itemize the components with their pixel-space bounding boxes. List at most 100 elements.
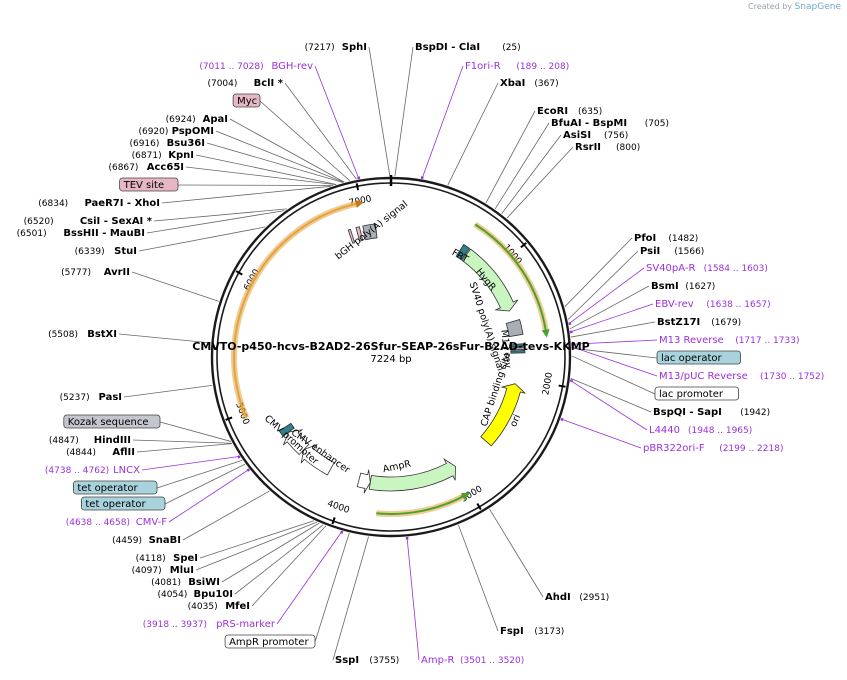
restriction-site-label[interactable]: AflII(4844) [66, 447, 135, 458]
site-name: AsiSI [563, 130, 591, 141]
feature-cap-binding-site[interactable] [509, 343, 525, 348]
primer-label[interactable]: pBR322ori-F(2199 .. 2218) [643, 443, 783, 454]
restriction-site-label[interactable]: BstXI(5508) [48, 329, 117, 340]
restriction-site-label[interactable]: MluI(4097) [132, 565, 194, 576]
feature-ampr-promoter[interactable] [356, 469, 371, 494]
site-pos: (4118) [136, 554, 166, 564]
restriction-site-label[interactable]: KpnI(6871) [132, 150, 194, 161]
primer-mark [560, 417, 564, 421]
site-pos: (3755) [369, 656, 399, 666]
restriction-site-label[interactable]: BfuAI - BspMI(705) [551, 118, 669, 129]
primer-label[interactable]: F1ori-R(189 .. 208) [465, 61, 569, 72]
site-labels[interactable]: BspDI - ClaI(25) F1ori-R(189 .. 208) XbaI(… [17, 42, 825, 666]
site-pos: (1638 .. 1657) [706, 300, 770, 310]
feature-tag[interactable]: TEV site [119, 177, 179, 192]
primer-label[interactable]: M13 Reverse(1717 .. 1733) [659, 335, 799, 346]
restriction-site-label[interactable]: PaeR7I - XhoI(6834) [38, 198, 160, 209]
restriction-site-label[interactable]: AvrII(5777) [61, 267, 130, 278]
restriction-site-label[interactable]: BsmI (1627) [651, 281, 715, 292]
leader-line [195, 521, 318, 571]
primer-label[interactable]: Amp-R(3501 .. 3520) [421, 655, 524, 666]
feature-tet-operator[interactable] [278, 422, 295, 437]
tag-text: tet operator [77, 483, 138, 494]
restriction-site-label[interactable]: HindIII(4847) [49, 435, 131, 446]
restriction-site-label[interactable]: PspOMI(6920) [138, 126, 214, 137]
tag-text: lac promoter [659, 389, 724, 400]
site-name: BsmI [651, 281, 679, 292]
restriction-site-label[interactable]: SspI(3755) [335, 655, 399, 666]
feature-sv40-poly-a-signal[interactable] [505, 319, 524, 338]
feature-tag[interactable]: Myc [232, 93, 261, 108]
site-name: BstXI [87, 329, 117, 340]
primer-label[interactable]: L4440(1948 .. 1965) [649, 425, 752, 436]
restriction-site-label[interactable]: CsiI - SexAI *(6520) [24, 216, 153, 227]
restriction-site-label[interactable]: PasI(5237) [60, 392, 122, 403]
restriction-site-label[interactable]: PfoI(1482) [634, 233, 698, 244]
site-name: pBR322ori-F [643, 443, 705, 454]
site-name: M13 Reverse [659, 335, 724, 346]
site-pos: (6520) [24, 217, 54, 227]
site-pos: (1627) [685, 282, 715, 292]
site-pos: (367) [534, 79, 558, 89]
leader-line [146, 210, 285, 234]
leader-line [314, 532, 350, 643]
restriction-site-label[interactable]: BstZ17I(1679) [657, 317, 741, 328]
restriction-site-label[interactable]: SpeI(4118) [136, 553, 198, 564]
restriction-site-label[interactable]: StuI(6339) [75, 246, 137, 257]
primer-label[interactable]: CMV-F(4638 .. 4658) [66, 517, 168, 528]
restriction-site-label[interactable]: ApaI(6924) [166, 114, 228, 125]
feature-tag[interactable]: Kozak sequence [63, 414, 161, 429]
feature-bgh-poly-a-signal[interactable] [362, 223, 378, 241]
restriction-site-label[interactable]: BsiWI(4081) [151, 577, 220, 588]
restriction-site-label[interactable]: BclI *(7004) [207, 78, 283, 89]
feature-lac-operator[interactable] [510, 350, 526, 354]
restriction-site-label[interactable]: RsrII(800) [575, 142, 640, 153]
site-name: RsrII [575, 142, 601, 153]
site-name: PsiI [640, 246, 660, 257]
restriction-site-label[interactable]: Acc65I(6867) [108, 162, 184, 173]
primer-label[interactable]: M13/pUC Reverse(1730 .. 1752) [659, 371, 824, 382]
feature-tag[interactable]: lac operator [656, 350, 741, 365]
primer-label[interactable]: SV40pA-R(1584 .. 1603) [646, 263, 768, 274]
leader-line [564, 237, 633, 307]
feature-tag[interactable]: lac promoter [654, 386, 739, 401]
restriction-site-label[interactable]: Bpu10I(4054) [157, 589, 233, 600]
feature-tev-site[interactable] [347, 228, 356, 244]
primer-label[interactable]: BGH-rev(7011 .. 7028) [199, 61, 313, 72]
site-name: BsiWI [188, 577, 220, 588]
site-name: PfoI [634, 233, 656, 244]
site-name: Bpu10I [193, 589, 233, 600]
restriction-site-label[interactable]: SnaBI(4459) [112, 535, 181, 546]
primer-label[interactable]: pRS-marker(3918 .. 3937) [143, 619, 276, 630]
feature-hygr[interactable] [461, 248, 519, 312]
restriction-site-label[interactable]: BssHII - MauBI(6501) [17, 228, 145, 239]
restriction-site-label[interactable]: AsiSI(756) [563, 130, 628, 141]
restriction-site-label[interactable]: FspI(3173) [500, 626, 564, 637]
feature-cmv-promoter[interactable] [283, 429, 310, 456]
feature-frt[interactable] [455, 243, 471, 261]
primer-label[interactable]: EBV-rev(1638 .. 1657) [655, 299, 771, 310]
leader-line [164, 463, 246, 505]
feature-ori[interactable] [480, 383, 526, 447]
primer-label[interactable]: LNCX(4738 .. 4762) [45, 465, 140, 476]
orf-arrowhead [355, 200, 364, 208]
orf-arc-halo [231, 200, 359, 420]
feature-tag[interactable]: AmpR promoter [224, 634, 316, 649]
restriction-site-label[interactable]: EcoRI(635) [537, 106, 602, 117]
feature-m13-rev[interactable] [510, 346, 526, 351]
feature-myc[interactable] [355, 226, 364, 242]
restriction-site-label[interactable]: BspQI - SapI(1942) [653, 407, 770, 418]
feature-cmv-enhancer[interactable] [300, 443, 335, 476]
feature-tag[interactable]: tet operator [73, 480, 158, 495]
restriction-site-label[interactable]: SphI(7217) [305, 42, 367, 53]
restriction-site-label[interactable]: PsiI(1566) [640, 246, 704, 257]
restriction-site-label[interactable]: XbaI(367) [500, 78, 559, 89]
leader-line [221, 522, 320, 583]
feature-tag[interactable]: tet operator [81, 496, 166, 511]
leader-line [569, 285, 650, 330]
site-pos: (5237) [60, 393, 90, 403]
restriction-site-label[interactable]: AhdI(2951) [545, 592, 609, 603]
restriction-site-label[interactable]: MfeI(4035) [188, 601, 250, 612]
restriction-site-label[interactable]: BspDI - ClaI(25) [415, 42, 521, 53]
restriction-site-label[interactable]: Bsu36I(6916) [129, 138, 205, 149]
